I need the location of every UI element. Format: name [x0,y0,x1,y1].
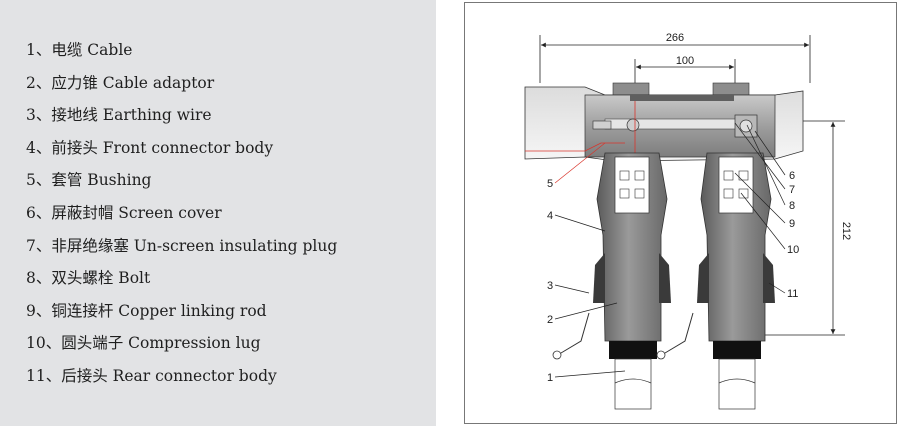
dimension-total-width: 266 [539,32,811,83]
dimension-label-total: 266 [666,32,684,44]
legend-text: 电缆 Cable [51,41,133,59]
connector-diagram: 266 100 212 [524,32,852,410]
dimension-label-height: 212 [840,222,852,240]
legend-text: 应力锥 Cable adaptor [51,73,215,92]
callout-7: 7 [789,184,795,196]
callout-4: 4 [547,210,553,222]
legend-number: 1、 [26,41,52,59]
legend-number: 3、 [26,106,52,125]
callout-11: 11 [787,288,798,300]
callout-2: 2 [547,314,553,326]
legend-item-earthing-wire: 3、接地线 Earthing wire [26,103,337,136]
legend-number: 5、 [26,171,52,190]
legend-list: 1、电缆 Cable 2、应力锥 Cable adaptor 3、接地线 Ear… [26,38,337,397]
callout-8: 8 [789,200,795,212]
legend-item-cable-adaptor: 2、应力锥 Cable adaptor [26,71,337,104]
callout-3: 3 [547,280,553,292]
legend-number: 9、 [26,301,52,320]
callout-labels: 1 2 3 4 5 6 7 8 9 10 11 [547,170,799,384]
callout-10: 10 [787,244,799,256]
legend-item-front-connector: 4、前接头 Front connector body [26,136,337,169]
callout-1: 1 [547,372,553,384]
legend-number: 8、 [26,269,52,288]
legend-item-bolt: 8、双头螺栓 Bolt [26,266,337,299]
callout-9: 9 [789,218,795,230]
rear-connector-leg [656,152,775,410]
legend-item-cable: 1、电缆 Cable [26,38,337,71]
front-connector-leg [552,152,671,410]
legend-text: 双头螺栓 Bolt [51,269,151,288]
legend-number: 11、 [26,366,62,385]
legend-item-bushing: 5、套管 Bushing [26,168,337,201]
legend-text: 接地线 Earthing wire [51,106,212,125]
legend-item-compression-lug: 10、圆头端子 Compression lug [26,331,337,364]
legend-text: 后接头 Rear connector body [61,366,277,385]
legend-text: 屏蔽封帽 Screen cover [51,203,222,222]
legend-item-insulating-plug: 7、非屏绝缘塞 Un-screen insulating plug [26,234,337,267]
legend-number: 7、 [26,236,52,255]
callout-5: 5 [547,178,553,190]
legend-number: 2、 [26,73,52,92]
legend-text: 非屏绝缘塞 Un-screen insulating plug [51,236,338,255]
legend-number: 4、 [26,138,52,157]
drawing-frame: 266 100 212 [464,2,897,424]
legend-text: 圆头端子 Compression lug [61,334,261,353]
callout-leaders [554,122,786,378]
legend-text: 前接头 Front connector body [51,138,274,157]
legend-panel: 1、电缆 Cable 2、应力锥 Cable adaptor 3、接地线 Ear… [0,0,436,426]
legend-number: 10、 [26,334,62,353]
dimension-height: 212 [765,120,852,336]
legend-item-rear-connector: 11、后接头 Rear connector body [26,364,337,397]
legend-text: 铜连接杆 Copper linking rod [51,301,267,320]
legend-item-copper-rod: 9、铜连接杆 Copper linking rod [26,299,337,332]
callout-6: 6 [789,170,795,182]
legend-number: 6、 [26,203,52,222]
legend-item-screen-cover: 6、屏蔽封帽 Screen cover [26,201,337,234]
t-connector-body [524,82,804,162]
dimension-label-spacing: 100 [676,55,694,67]
legend-text: 套管 Bushing [51,171,152,190]
